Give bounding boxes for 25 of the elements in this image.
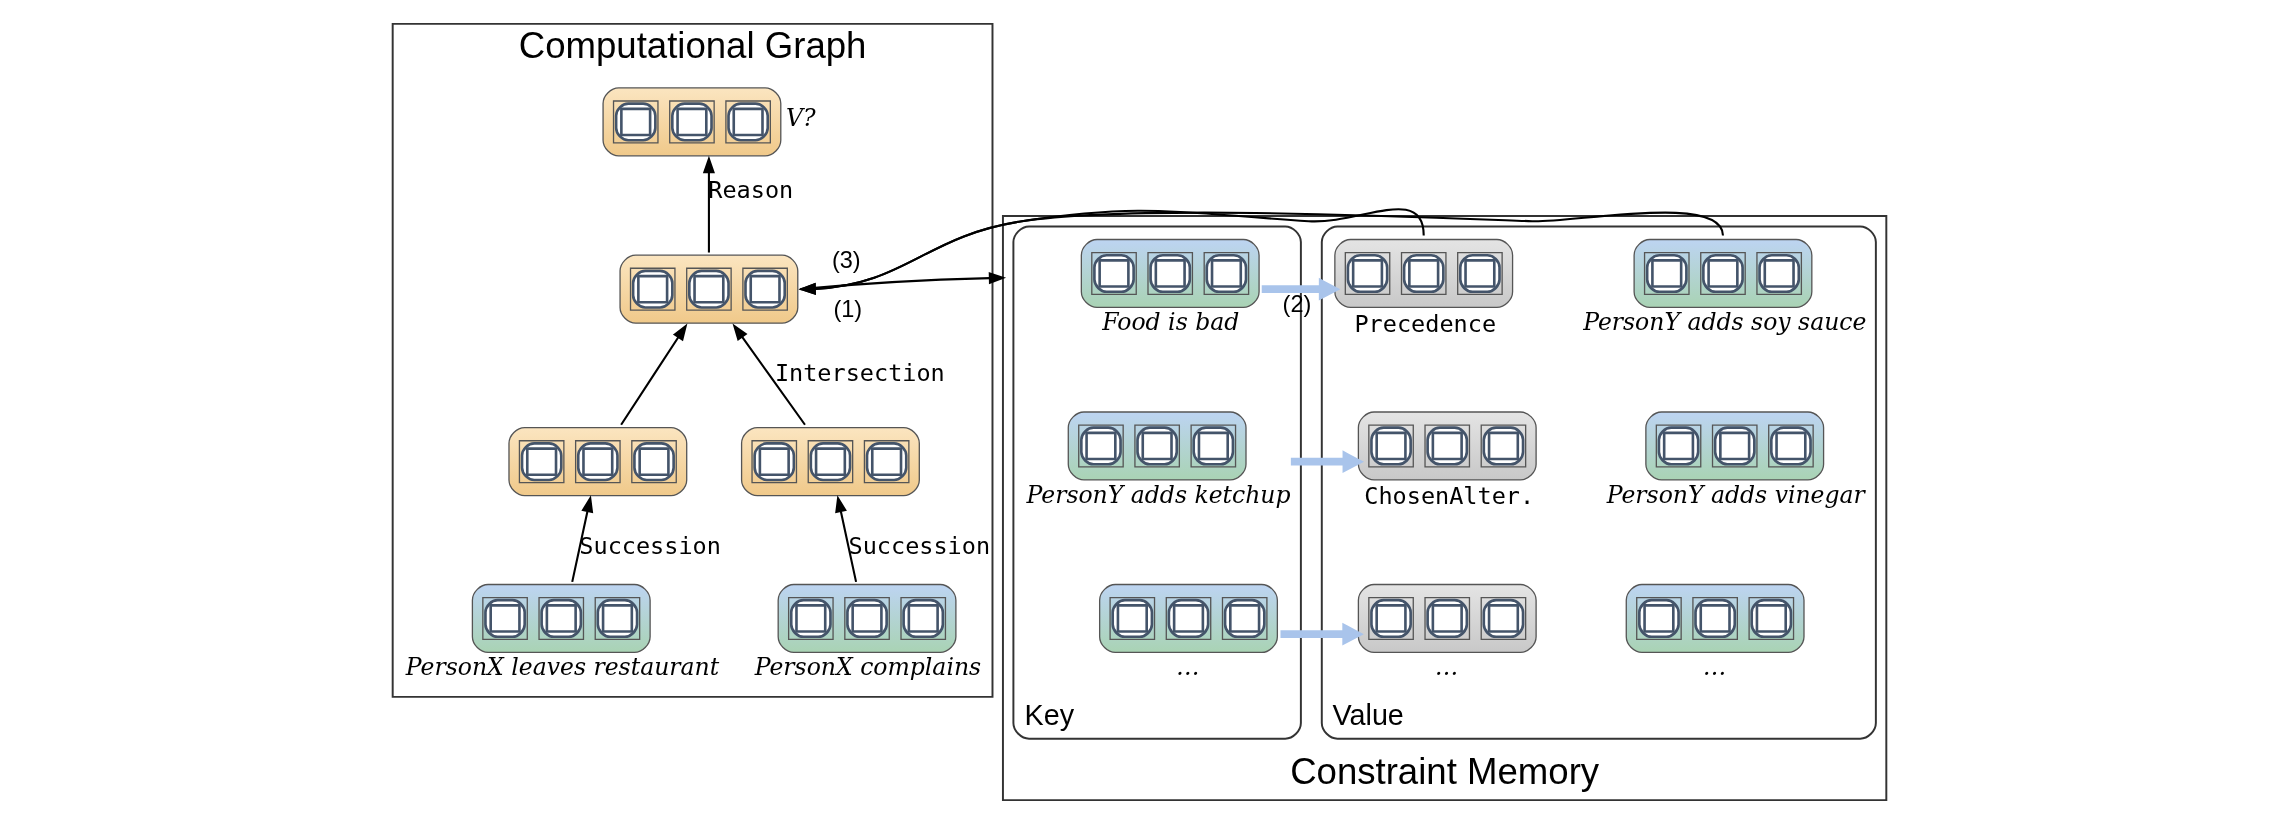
edge-label: Reason	[708, 176, 794, 205]
edge-label: Succession	[848, 531, 991, 560]
node-label: ChosenAlter.	[1364, 482, 1535, 510]
edge-label: (3)	[831, 246, 861, 273]
arrow	[798, 211, 1724, 295]
arrow	[835, 495, 858, 583]
arrow	[732, 323, 806, 426]
node-label: PersonY adds ketchup	[1026, 480, 1291, 509]
node-label: PersonY adds vinegar	[1606, 480, 1865, 509]
edge-label: Intersection	[774, 359, 945, 388]
edge-label: (1)	[833, 295, 863, 322]
node-label: PersonX leaves restaurant	[405, 653, 720, 682]
edge-label: Succession	[579, 531, 721, 560]
node-label: …	[1702, 653, 1727, 682]
node-label: …	[1434, 653, 1459, 682]
node-label: Food is bad	[1102, 308, 1240, 337]
node-label: Precedence	[1354, 309, 1497, 338]
node-label: PersonX complains	[754, 653, 982, 682]
node-label: PersonY adds soy sauce	[1583, 308, 1867, 337]
arrow	[571, 495, 594, 583]
arrow	[620, 323, 688, 426]
node-label: …	[1176, 653, 1200, 682]
arrow	[702, 155, 715, 253]
arrow	[798, 208, 1425, 295]
node-label: V?	[786, 104, 816, 133]
